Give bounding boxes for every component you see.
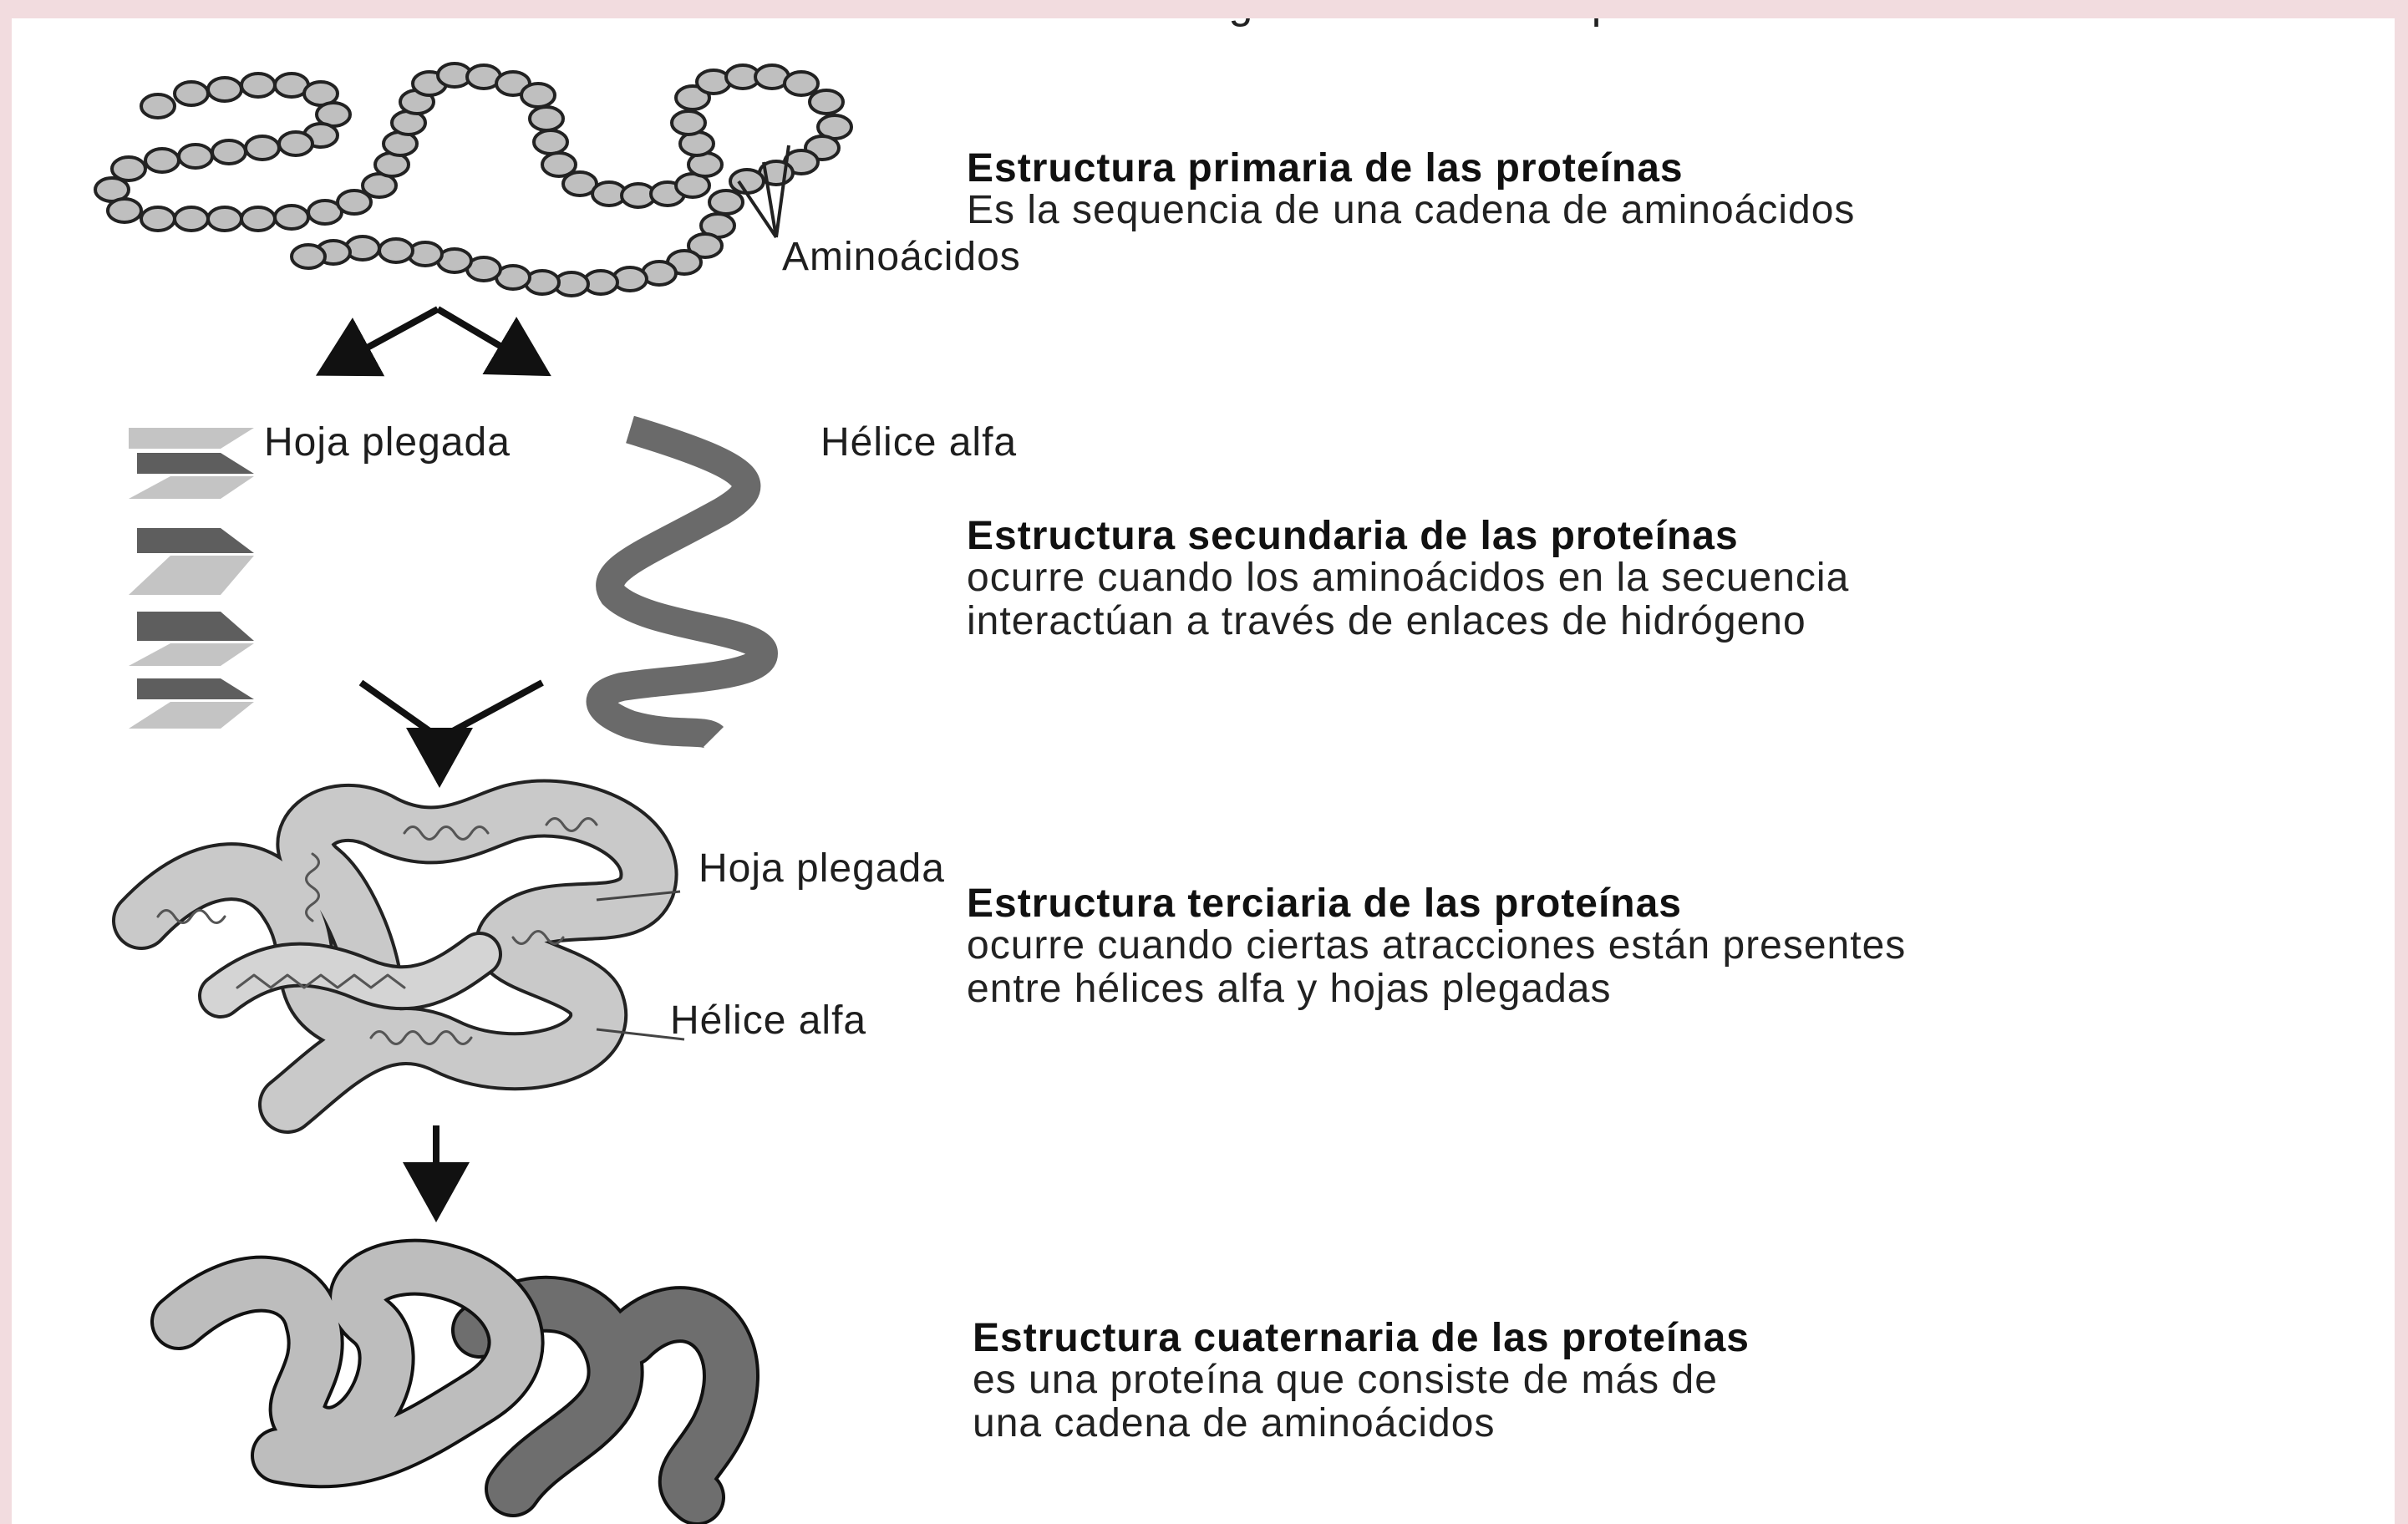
primary-title: Estructura primaria de las proteínas xyxy=(967,145,1684,191)
amino-acid-bead xyxy=(785,72,818,95)
protein-diagram xyxy=(12,18,2395,1524)
amino-acid-bead xyxy=(108,199,141,222)
secondary-title: Estructura secundaria de las proteínas xyxy=(967,513,1739,559)
amino-acid-bead xyxy=(175,207,208,231)
quaternary-description: es una proteína que consiste de más de u… xyxy=(973,1359,1718,1445)
primary-description: Es la sequencia de una cadena de aminoác… xyxy=(967,189,1855,232)
amino-acid-bead xyxy=(179,145,212,168)
figure-frame: Niveles de organización de las proteínas xyxy=(12,18,2395,1524)
amino-acid-bead xyxy=(534,130,567,154)
amino-acid-bead xyxy=(530,107,563,130)
amino-acid-bead xyxy=(292,245,325,268)
split-arrows xyxy=(328,309,540,369)
amino-acid-bead xyxy=(279,132,312,155)
amino-acid-bead xyxy=(208,78,241,101)
quaternary-title: Estructura cuaternaria de las proteínas xyxy=(973,1315,1750,1361)
tertiary-description: ocurre cuando ciertas atracciones están … xyxy=(967,924,1906,1011)
label-amino-acids: Aminoácidos xyxy=(782,234,1021,280)
amino-acid-bead xyxy=(241,207,275,231)
amino-acid-bead xyxy=(145,149,179,172)
amino-acid-bead xyxy=(212,140,246,164)
amino-acid-bead xyxy=(241,74,275,97)
label-pleated-sheet: Hoja plegada xyxy=(264,419,511,465)
amino-acid-bead xyxy=(141,207,175,231)
alpha-helix xyxy=(601,429,764,737)
amino-acid-bead xyxy=(208,207,241,231)
amino-pointer-lines xyxy=(739,145,789,237)
pleated-sheet xyxy=(129,428,254,729)
secondary-description: ocurre cuando los aminoácidos en la secu… xyxy=(967,556,1849,643)
amino-acid-bead xyxy=(379,239,413,262)
amino-acid-bead xyxy=(275,206,308,229)
amino-acid-bead xyxy=(709,190,743,214)
tertiary-protein xyxy=(141,809,649,1105)
merge-arrow xyxy=(361,683,542,775)
amino-acid-bead xyxy=(730,170,764,193)
label-tertiary-pleated-sheet: Hoja plegada xyxy=(699,846,945,892)
label-tertiary-alpha-helix: Hélice alfa xyxy=(670,998,866,1044)
amino-acid-bead xyxy=(521,84,555,107)
amino-acid-bead xyxy=(672,111,705,135)
amino-acid-bead xyxy=(246,136,279,160)
amino-acid-bead xyxy=(175,82,208,105)
label-alpha-helix: Hélice alfa xyxy=(820,419,1017,465)
tertiary-title: Estructura terciaria de las proteínas xyxy=(967,881,1682,927)
amino-acid-chain xyxy=(95,64,851,296)
amino-acid-bead xyxy=(141,94,175,118)
quaternary-protein xyxy=(179,1267,731,1497)
amino-acid-bead xyxy=(810,90,843,114)
